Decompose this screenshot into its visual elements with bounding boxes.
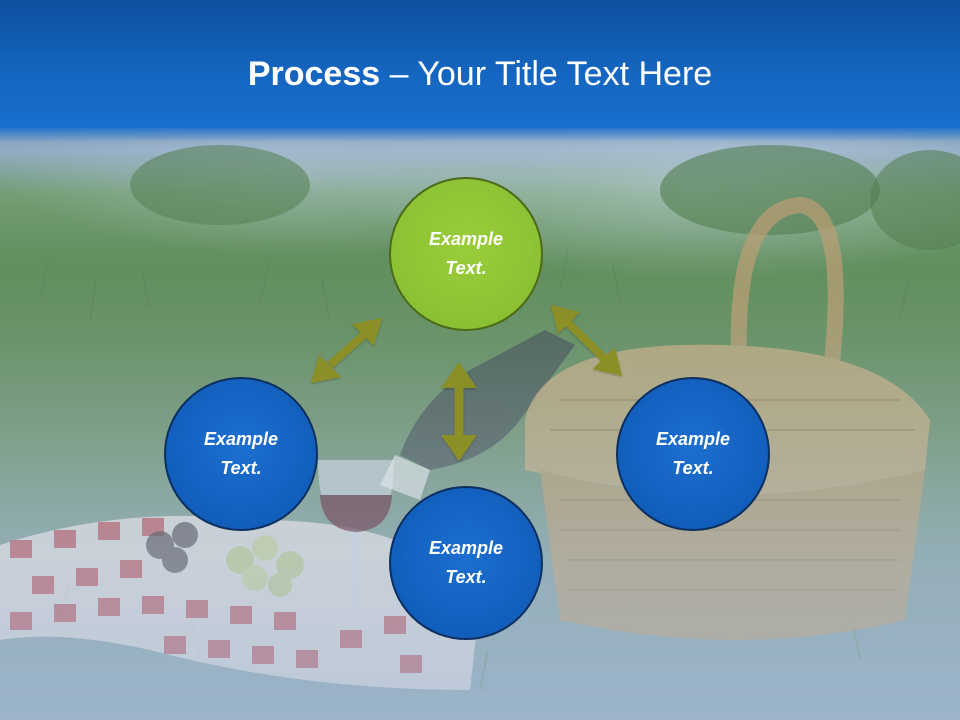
node-bottom-line1: Example	[428, 538, 504, 558]
node-top-line1: Example	[428, 229, 504, 249]
title-bar: Process – Your Title Text Here	[0, 0, 960, 142]
node-left-line2: Text.	[220, 458, 262, 478]
node-right-line1: Example	[655, 429, 731, 449]
arrow-vertical	[441, 362, 477, 461]
arrow-top-left	[311, 318, 382, 383]
node-left-line1: Example	[203, 429, 279, 449]
slide-title: Process – Your Title Text Here	[0, 52, 960, 96]
title-rest: – Your Title Text Here	[380, 55, 713, 93]
node-right-line2: Text.	[672, 458, 714, 478]
title-bold: Process	[247, 55, 381, 93]
node-bottom-line2: Text.	[445, 567, 487, 587]
arrow-top-right	[551, 305, 622, 376]
node-top-line2: Text.	[445, 258, 487, 278]
